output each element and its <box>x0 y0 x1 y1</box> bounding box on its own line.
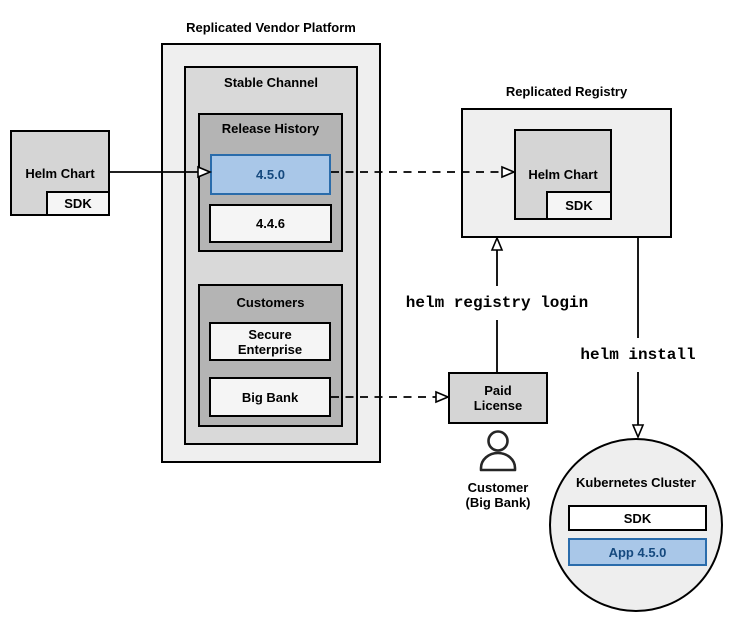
helm-chart-label: Helm Chart <box>528 167 598 182</box>
sdk-label: SDK <box>565 198 593 213</box>
stable-channel-title: Stable Channel <box>224 75 318 90</box>
person-icon <box>479 430 517 472</box>
release-item-previous: 4.4.6 <box>209 204 332 243</box>
cmd-helm-registry-login: helm registry login <box>387 294 607 312</box>
stable-channel-box: Stable Channel Release History 4.5.0 4.4… <box>184 66 358 445</box>
sdk-badge: SDK <box>46 191 110 216</box>
customer-item-big-bank: Big Bank <box>209 377 331 417</box>
customers-title: Customers <box>236 295 305 310</box>
cmd-helm-install: helm install <box>548 346 728 364</box>
sdk-label: SDK <box>623 510 652 526</box>
paid-license-box: Paid License <box>448 372 548 424</box>
registry-helm-chart-box: Helm Chart SDK <box>514 129 612 220</box>
customer-caption: Customer (Big Bank) <box>465 480 531 510</box>
sdk-badge: SDK <box>546 191 612 220</box>
cluster-app-label: App 4.5.0 <box>608 544 667 560</box>
helm-chart-source-box: Helm Chart SDK <box>10 130 110 216</box>
customer-item-secure-enterprise: Secure Enterprise <box>209 322 331 361</box>
cluster-app-box: App 4.5.0 <box>568 538 707 566</box>
release-item-current: 4.5.0 <box>210 154 331 195</box>
release-version: 4.5.0 <box>256 167 285 182</box>
sdk-label: SDK <box>64 196 92 211</box>
customer-name: Big Bank <box>241 389 299 405</box>
vendor-platform-title: Replicated Vendor Platform <box>186 20 356 35</box>
cluster-title: Kubernetes Cluster <box>576 475 696 490</box>
release-history-box: Release History 4.5.0 4.4.6 <box>198 113 343 252</box>
vendor-platform-box: Stable Channel Release History 4.5.0 4.4… <box>161 43 381 463</box>
customers-box: Customers Secure Enterprise Big Bank <box>198 284 343 427</box>
arrow-helm-install <box>631 238 645 440</box>
cluster-sdk-box: SDK <box>568 505 707 531</box>
release-version: 4.4.6 <box>256 216 285 231</box>
paid-license-label: Paid License <box>473 383 523 413</box>
registry-title: Replicated Registry <box>505 84 628 99</box>
registry-box: Helm Chart SDK <box>461 108 672 238</box>
helm-chart-label: Helm Chart <box>25 165 95 181</box>
customer-name: Secure Enterprise <box>237 326 303 357</box>
release-history-title: Release History <box>221 121 320 136</box>
kubernetes-cluster-circle: Kubernetes Cluster SDK App 4.5.0 <box>549 438 723 612</box>
